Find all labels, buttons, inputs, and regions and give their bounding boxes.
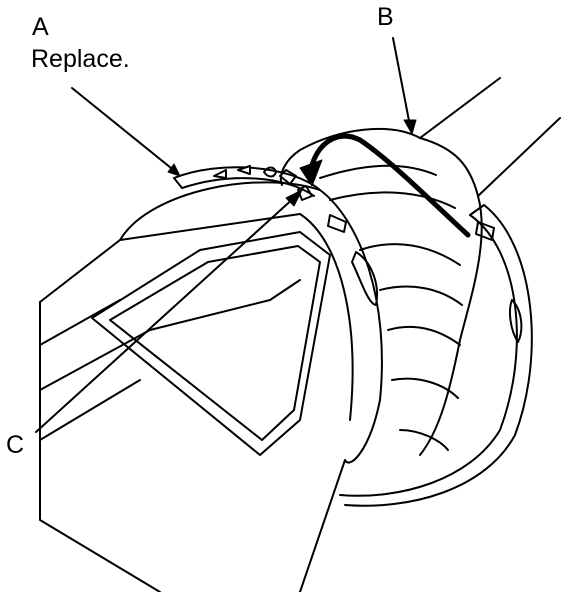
- callout-c-letter: C: [6, 431, 25, 459]
- leader-arrow-a: [167, 163, 181, 177]
- housing-flat-face: [91, 231, 331, 456]
- arrow-head: [299, 159, 323, 187]
- leader-arrow-b: [403, 119, 417, 135]
- callout-a-letter: A: [32, 13, 49, 41]
- leader-arrow-c: [285, 189, 303, 207]
- boot-cover: [280, 128, 483, 456]
- band-clamp-c: [339, 204, 533, 507]
- drive-shaft: [419, 77, 561, 197]
- housing-ring: [119, 166, 383, 464]
- outer-housing: [39, 213, 346, 592]
- leader-line-c: [35, 195, 297, 433]
- callout-b-letter: B: [377, 3, 394, 31]
- leader-line-b: [392, 37, 411, 127]
- callout-a-note: Replace.: [31, 45, 130, 73]
- clamp-route-arrow: [299, 133, 471, 238]
- leader-lines: [35, 37, 417, 433]
- band-clamp-a: [213, 165, 378, 306]
- leader-line-a: [71, 87, 177, 173]
